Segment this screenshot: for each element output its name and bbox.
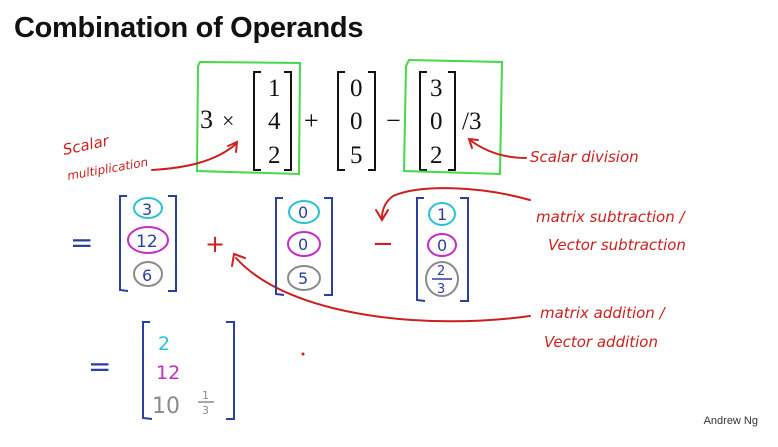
typeset-expression: 3 × 1 4 2 + 0 0 5 − 3 0 2 /3 <box>200 71 481 171</box>
annotation-matrix-addition: matrix addition / <box>540 304 667 322</box>
step2-vec-a-entry-3: 6 <box>142 266 152 285</box>
slide-title: Combination of Operands <box>14 12 364 44</box>
step2-vec-a-left-bracket <box>119 195 129 292</box>
step2-vec-c-frac-num: 2 <box>437 264 445 279</box>
circle-gray-fraction <box>425 261 459 297</box>
arrow-matrix-sub <box>381 187 531 219</box>
vec-c-entry-3: 2 <box>430 142 443 169</box>
circle-gray-5 <box>287 265 321 291</box>
step2-vec-a-entry-2: 12 <box>136 232 158 252</box>
vec-a-entry-1: 1 <box>268 75 281 102</box>
divide-by-three: /3 <box>462 108 481 135</box>
circle-magenta-12 <box>127 226 169 254</box>
step2-vec-b-entry-3: 5 <box>298 269 308 288</box>
plus-sign: + <box>304 106 319 135</box>
times-sign: × <box>222 108 234 133</box>
result-left-bracket <box>142 321 153 420</box>
step2-vec-a-entry-1: 3 <box>142 200 152 219</box>
circle-gray-6 <box>133 261 163 287</box>
vec-b-entry-1: 0 <box>350 75 363 102</box>
circle-cyan-1 <box>428 202 456 226</box>
vec-b-entry-2: 0 <box>350 108 363 135</box>
annotation-matrix-subtraction: matrix subtraction / <box>536 208 686 226</box>
step2-minus: − <box>372 229 394 259</box>
arrow-scalar-mult <box>151 143 237 171</box>
annotation-scalar-division: Scalar division <box>530 148 639 166</box>
result-entry-1: 2 <box>158 333 170 355</box>
step2-vec-c-left-bracket <box>416 197 426 302</box>
stray-dot <box>301 352 305 356</box>
step2-vec-a-right-bracket <box>168 195 177 292</box>
vec-a-entry-2: 4 <box>268 108 281 135</box>
circle-cyan-0 <box>288 200 320 224</box>
circle-magenta-0 <box>287 231 321 257</box>
vec-c-right-bracket <box>448 71 456 171</box>
result-expression: = 2 12 10 1 3 <box>88 321 235 420</box>
vec-c-entry-1: 3 <box>430 75 443 102</box>
step2-vec-c-entry-2: 0 <box>437 236 447 255</box>
circle-cyan-3 <box>133 197 163 219</box>
arrow-scalar-div <box>469 139 527 159</box>
result-entry-3-whole: 10 <box>152 394 180 419</box>
circle-magenta-0b <box>427 233 457 257</box>
result-entry-3-frac-den: 3 <box>202 404 209 417</box>
step2-vec-c-right-bracket <box>460 197 469 302</box>
step2-expression: = 3 12 6 + 0 0 5 − 1 <box>70 195 469 302</box>
step2-equals: = <box>70 226 93 259</box>
scalar-three: 3 <box>200 105 213 134</box>
vec-c-entry-2: 0 <box>430 108 443 135</box>
vec-a-right-bracket <box>284 71 292 171</box>
green-box-scalar-mult <box>195 60 302 176</box>
annotation-vector-addition: Vector addition <box>544 333 658 351</box>
result-right-bracket <box>226 321 235 420</box>
minus-sign: − <box>386 106 401 135</box>
author-credit: Andrew Ng <box>703 415 758 427</box>
step2-vec-c-frac-den: 3 <box>437 282 445 297</box>
step2-vec-b-entry-2: 0 <box>298 235 308 254</box>
step2-vec-c-entry-1: 1 <box>437 205 447 224</box>
vec-b-left-bracket <box>337 71 345 171</box>
vec-a-entry-3: 2 <box>268 142 281 169</box>
vec-a-left-bracket <box>253 71 261 171</box>
vec-c-left-bracket <box>419 71 427 171</box>
result-equals: = <box>88 350 111 383</box>
step2-vec-b-entry-1: 0 <box>298 203 308 222</box>
vec-b-entry-3: 5 <box>350 142 363 169</box>
annotation-vector-subtraction: Vector subtraction <box>548 236 686 254</box>
annotation-scalar-line1: Scalar <box>61 131 111 158</box>
arrow-matrix-add-head <box>231 252 246 267</box>
arrow-matrix-add <box>235 257 531 323</box>
result-entry-2: 12 <box>156 362 180 384</box>
step2-vec-b-left-bracket <box>275 197 285 296</box>
step2-vec-b-right-bracket <box>324 197 333 296</box>
annotation-scalar-line2: multiplication <box>66 155 149 183</box>
arrow-matrix-sub-head <box>375 209 389 222</box>
arrow-scalar-div-head <box>467 137 479 149</box>
step2-plus: + <box>205 230 225 258</box>
green-box-scalar-div <box>402 58 504 176</box>
vec-b-right-bracket <box>368 71 376 171</box>
arrow-scalar-mult-head <box>227 140 239 153</box>
result-entry-3-frac-num: 1 <box>202 389 209 402</box>
